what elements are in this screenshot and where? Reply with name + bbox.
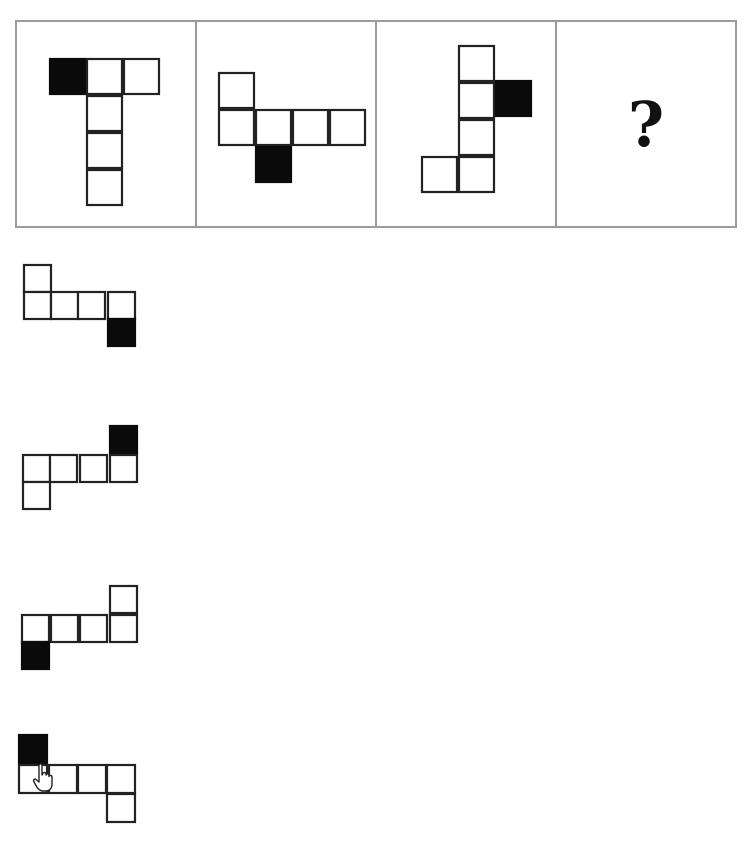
cell	[78, 453, 109, 484]
cell	[328, 108, 367, 147]
cell	[22, 290, 53, 321]
question-mark: ?	[627, 88, 665, 161]
cell	[291, 108, 330, 147]
cell	[49, 613, 80, 644]
cell	[106, 290, 137, 321]
cell	[48, 453, 79, 484]
option-a[interactable]	[0, 262, 150, 352]
cell-black	[254, 145, 293, 184]
cell	[21, 453, 52, 484]
panel-1	[17, 22, 197, 226]
hand-cursor-icon	[32, 763, 53, 792]
cell	[76, 763, 108, 795]
cell	[85, 57, 124, 96]
figure-3	[420, 44, 533, 194]
cell-black	[20, 640, 51, 671]
cell	[78, 613, 109, 644]
option-b-figure	[21, 424, 139, 511]
option-d[interactable]	[0, 733, 150, 825]
cell	[217, 71, 256, 110]
cell-black	[106, 317, 137, 348]
cell-black	[108, 424, 139, 455]
panel-3	[377, 22, 557, 226]
cell	[22, 263, 53, 294]
figure-2	[217, 71, 367, 184]
cell	[457, 81, 496, 120]
sequence-strip: ?	[15, 20, 737, 228]
cell-black	[17, 733, 49, 765]
option-a-figure	[22, 263, 137, 348]
cell	[254, 108, 293, 147]
panel-4: ?	[557, 22, 735, 226]
cell-black	[494, 79, 533, 118]
cell	[122, 57, 161, 96]
cell	[217, 108, 256, 147]
cell	[420, 155, 459, 194]
cell	[47, 763, 79, 795]
cell	[85, 94, 124, 133]
cell	[105, 792, 137, 824]
option-c-figure	[20, 584, 139, 671]
cell	[85, 131, 124, 170]
cell	[21, 480, 52, 511]
option-d-figure	[17, 733, 137, 824]
cell-black	[48, 57, 87, 96]
cell	[108, 613, 139, 644]
cell	[457, 44, 496, 83]
cell	[76, 290, 107, 321]
cell	[457, 118, 496, 157]
figure-1	[48, 57, 161, 207]
option-b[interactable]	[0, 424, 150, 516]
cell	[20, 613, 51, 644]
cell	[85, 168, 124, 207]
cell	[49, 290, 80, 321]
option-c[interactable]	[0, 583, 150, 675]
cell	[108, 453, 139, 484]
cell	[457, 155, 496, 194]
panel-2	[197, 22, 377, 226]
cell	[105, 763, 137, 795]
cell	[108, 584, 139, 615]
